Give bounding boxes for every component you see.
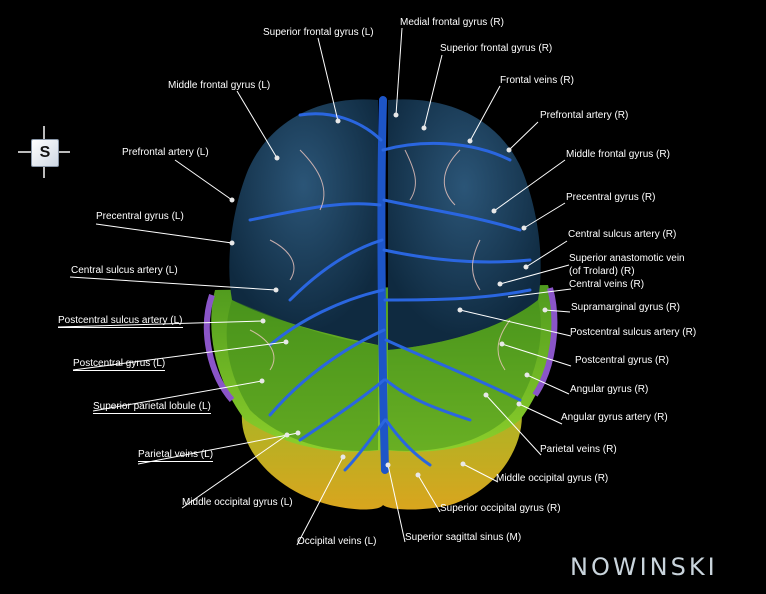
label-frontal-veins-right: Frontal veins (R) <box>500 75 574 86</box>
label-superior-occipital-gyrus-right: Superior occipital gyrus (R) <box>440 503 561 514</box>
label-postcentral-gyrus-right: Postcentral gyrus (R) <box>575 355 669 366</box>
label-middle-occipital-gyrus-right: Middle occipital gyrus (R) <box>496 473 609 484</box>
superior-sagittal-sinus <box>377 96 389 474</box>
label-supramarginal-gyrus-right: Supramarginal gyrus (R) <box>571 302 680 313</box>
leader-lines <box>57 27 572 546</box>
label-precentral-gyrus-right: Precentral gyrus (R) <box>566 192 656 203</box>
pin-dots <box>229 112 548 478</box>
nowinski-logo: NOWINSKI <box>570 552 718 582</box>
label-central-veins-right: Central veins (R) <box>569 279 645 290</box>
frontal-lobe-right <box>388 99 541 351</box>
label-parietal-veins-right: Parietal veins (R) <box>540 444 617 455</box>
lateral-edge-left <box>203 294 235 402</box>
label-parietal-veins-left: Parietal veins (L) <box>138 449 214 462</box>
logo-text: NOWINSKI <box>570 553 718 581</box>
label-medial-frontal-gyrus-right: Medial frontal gyrus (R) <box>400 17 504 28</box>
veins <box>248 112 532 472</box>
label-prefrontal-artery-left: Prefrontal artery (L) <box>122 147 209 158</box>
label-occipital-veins-left: Occipital veins (L) <box>297 536 377 547</box>
label-middle-frontal-gyrus-right: Middle frontal gyrus (R) <box>566 149 670 160</box>
label-middle-frontal-gyrus-left: Middle frontal gyrus (L) <box>168 80 271 91</box>
label-superior-anastomotic-vein-right-line1: Superior anastomotic vein <box>569 253 685 264</box>
label-superior-frontal-gyrus-left: Superior frontal gyrus (L) <box>263 27 374 38</box>
label-angular-gyrus-artery-right: Angular gyrus artery (R) <box>561 412 668 423</box>
orientation-letter: S <box>39 144 51 161</box>
label-postcentral-sulcus-artery-left: Postcentral sulcus artery (L) <box>58 315 183 328</box>
label-superior-parietal-lobule-left: Superior parietal lobule (L) <box>93 401 211 414</box>
label-prefrontal-artery-right: Prefrontal artery (R) <box>540 110 629 121</box>
label-central-sulcus-artery-left: Central sulcus artery (L) <box>71 265 178 276</box>
arteries <box>249 149 511 371</box>
lateral-edge-right <box>532 287 558 397</box>
label-postcentral-gyrus-left: Postcentral gyrus (L) <box>73 358 166 371</box>
label-superior-sagittal-sinus-middle: Superior sagittal sinus (M) <box>405 532 522 543</box>
label-angular-gyrus-right: Angular gyrus (R) <box>570 384 649 395</box>
label-postcentral-sulcus-artery-right: Postcentral sulcus artery (R) <box>570 327 697 338</box>
label-superior-frontal-gyrus-right: Superior frontal gyrus (R) <box>440 43 553 54</box>
label-precentral-gyrus-left: Precentral gyrus (L) <box>96 211 184 222</box>
orientation-cube: S <box>31 139 59 167</box>
label-central-sulcus-artery-right: Central sulcus artery (R) <box>568 229 677 240</box>
label-middle-occipital-gyrus-left: Middle occipital gyrus (L) <box>182 497 293 508</box>
orientation-marker[interactable]: S <box>18 126 70 178</box>
label-superior-anastomotic-vein-right-line2: (of Trolard) (R) <box>569 266 635 277</box>
frontal-lobe-left <box>229 99 378 346</box>
